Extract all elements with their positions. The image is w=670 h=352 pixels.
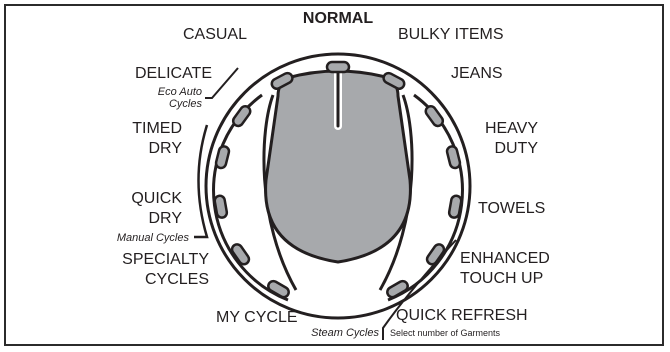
group-eco-line1: Eco Auto	[158, 86, 202, 98]
label-towels: TOWELS	[478, 200, 545, 217]
label-quick: QUICK	[131, 190, 182, 207]
label-casual: CASUAL	[183, 26, 247, 43]
indicator-my-cycle	[266, 279, 290, 299]
indicator-timed-dry	[215, 145, 230, 169]
label-timed: TIMED	[132, 120, 182, 137]
label-touch-up: TOUCH UP	[460, 270, 543, 287]
group-steam-note: Select number of Garments	[390, 328, 501, 338]
group-eco-line2: Cycles	[169, 98, 203, 110]
indicator-towels	[448, 195, 462, 218]
indicator-normal	[327, 62, 349, 72]
group-manual: Manual Cycles	[117, 232, 190, 244]
label-duty: DUTY	[494, 140, 538, 157]
label-enhanced: ENHANCED	[460, 250, 550, 267]
label-normal: NORMAL	[303, 10, 373, 27]
indicator-delicate	[231, 104, 252, 128]
indicator-quick-dry	[214, 195, 228, 218]
label-quick-refresh: QUICK REFRESH	[396, 307, 528, 324]
indicator-quick-refresh	[385, 279, 409, 299]
indicator-jeans	[424, 104, 445, 128]
label-cycles: CYCLES	[145, 271, 209, 288]
label-specialty: SPECIALTY	[122, 251, 209, 268]
label-bulky-items: BULKY ITEMS	[398, 26, 504, 43]
label-dry: DRY	[149, 140, 183, 157]
indicator-heavy-duty	[446, 145, 461, 169]
label-delicate: DELICATE	[135, 65, 212, 82]
indicator-specialty	[230, 242, 251, 266]
label-heavy: HEAVY	[485, 120, 538, 137]
label-jeans: JEANS	[451, 65, 503, 82]
group-steam: Steam Cycles	[311, 327, 379, 339]
label-quick-dry: DRY	[149, 210, 183, 227]
label-my-cycle: MY CYCLE	[216, 309, 298, 326]
